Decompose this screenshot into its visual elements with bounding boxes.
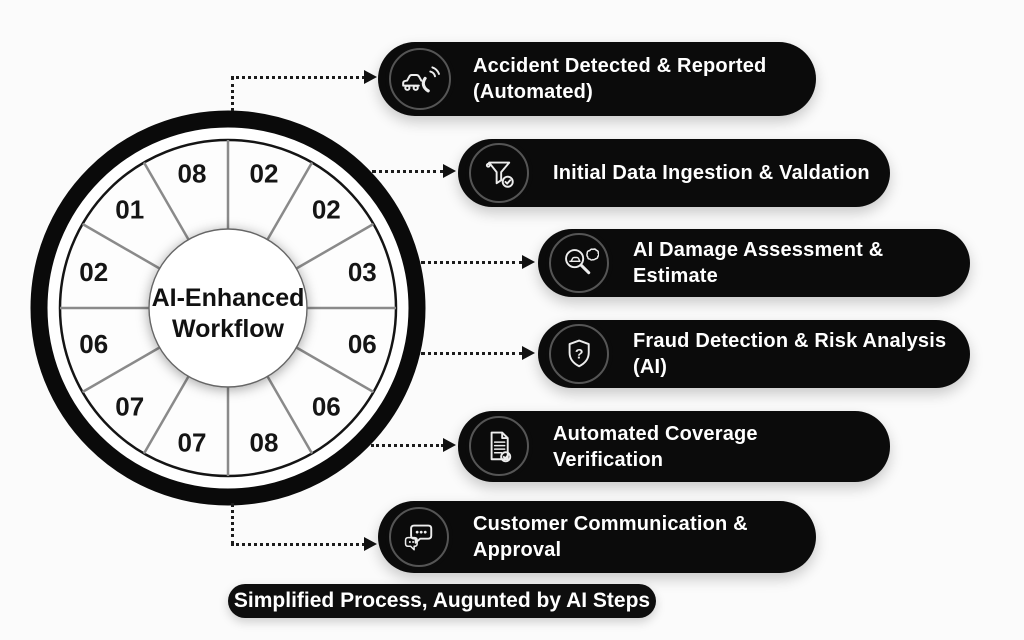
step-label-line1: Automated Coverage Verification	[553, 422, 758, 471]
magnifier-brain-icon	[549, 233, 609, 293]
connector-line-step6	[231, 543, 365, 546]
step-label: Automated Coverage Verification	[553, 421, 870, 473]
wheel-title-line2: Workflow	[172, 315, 285, 343]
arrow-right-icon	[364, 537, 377, 551]
wheel-segment-numbers: 02 02 03 06 06 08 07 07 06 02 01 08	[79, 159, 377, 458]
step-label: Customer Communication & Approval	[473, 511, 796, 563]
step-label: Accident Detected & Reported (Automated)	[473, 53, 796, 105]
arrow-right-icon	[443, 438, 456, 452]
step-pill-fraud-detection: ? Fraud Detection & Risk Analysis (AI)	[538, 320, 970, 388]
step-pill-coverage-verification: Automated Coverage Verification	[458, 411, 890, 482]
step-label-line1: Accident Detected & Reported	[473, 55, 767, 77]
wheel-title-line1: AI-Enhanced	[152, 284, 305, 312]
step-label-line1: Fraud Detection & Risk Analysis (AI)	[633, 330, 947, 378]
segment-number: 08	[250, 427, 279, 457]
segment-number: 07	[115, 391, 144, 421]
svg-text:?: ?	[575, 345, 584, 361]
segment-number: 06	[348, 329, 377, 359]
document-check-icon	[469, 416, 529, 476]
segment-number: 07	[178, 427, 207, 457]
segment-number: 02	[312, 195, 341, 225]
arrow-right-icon	[522, 346, 535, 360]
step-pill-accident-detected: Accident Detected & Reported (Automated)	[378, 42, 816, 116]
segment-number: 02	[79, 257, 108, 287]
segment-number: 01	[115, 195, 144, 225]
arrow-right-icon	[443, 164, 456, 178]
segment-number: 08	[178, 159, 207, 189]
step-label-line2: (Automated)	[473, 81, 593, 103]
segment-number: 02	[250, 159, 279, 189]
segment-number: 06	[79, 329, 108, 359]
segment-number: 06	[312, 391, 341, 421]
connector-line-step6	[231, 503, 234, 545]
step-label-line1: AI Damage Assessment & Estimate	[633, 239, 884, 287]
connector-line-step1	[231, 76, 365, 79]
step-pill-data-ingestion: Initial Data Ingestion & Valdation	[458, 139, 890, 207]
workflow-wheel: 02 02 03 06 06 08 07 07 06 02 01 08 AI-E…	[30, 110, 426, 506]
connector-line-step2	[372, 170, 444, 173]
wheel-segment-dividers	[60, 140, 396, 476]
connector-line-step1	[231, 77, 234, 111]
step-label-line1: Customer Communication & Approval	[473, 513, 748, 561]
connector-line-step4	[421, 352, 523, 355]
segment-number: 03	[348, 257, 377, 287]
arrow-right-icon	[522, 255, 535, 269]
car-accident-call-icon	[389, 48, 451, 110]
step-label: Fraud Detection & Risk Analysis (AI)	[633, 328, 950, 380]
data-funnel-check-icon	[469, 143, 529, 203]
step-label: Initial Data Ingestion & Valdation	[553, 160, 870, 186]
shield-question-icon: ?	[549, 324, 609, 384]
step-pill-damage-assessment: AI Damage Assessment & Estimate	[538, 229, 970, 297]
caption-badge: Simplified Process, Augunted by AI Steps	[228, 584, 656, 618]
caption-text: Simplified Process, Augunted by AI Steps	[233, 589, 651, 612]
connector-line-step5	[371, 444, 444, 447]
step-pill-customer-communication: Customer Communication & Approval	[378, 501, 816, 573]
wheel-center-circle	[148, 228, 308, 388]
step-label-line1: Initial Data Ingestion & Valdation	[553, 162, 870, 184]
connector-line-step3	[421, 261, 523, 264]
chat-bubbles-icon	[389, 507, 449, 567]
step-label: AI Damage Assessment & Estimate	[633, 237, 950, 289]
arrow-right-icon	[364, 70, 377, 84]
